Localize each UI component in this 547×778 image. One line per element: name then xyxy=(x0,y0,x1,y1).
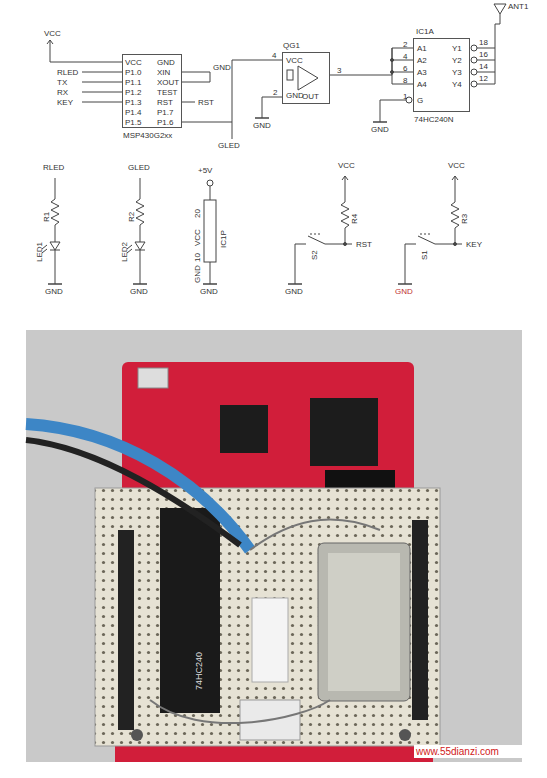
signal-label: GND xyxy=(200,287,218,296)
signal-label: KEY xyxy=(57,98,73,107)
signal-label: ANT1 xyxy=(508,2,528,11)
signal-label: 3 xyxy=(337,66,341,75)
signal-label: Y3 xyxy=(452,68,462,77)
signal-label: GLED xyxy=(218,141,240,150)
part-name: MSP430G2xx xyxy=(123,131,172,140)
signal-label: RST xyxy=(356,240,372,249)
signal-label: 12 xyxy=(479,74,488,83)
wire xyxy=(182,60,282,122)
signal-label: GND xyxy=(253,121,271,130)
signal-label: 18 xyxy=(479,38,488,47)
signal-label: P1.0 xyxy=(125,68,141,77)
signal-label: GND xyxy=(371,125,389,134)
signal-label: VCC xyxy=(286,56,303,65)
signal-label: GND xyxy=(45,287,63,296)
part-name: IC1A xyxy=(416,27,434,36)
signal-label: 2 xyxy=(403,40,407,49)
signal-label: KEY xyxy=(466,240,482,249)
signal-label: Y1 xyxy=(452,44,462,53)
signal-label: LED1 xyxy=(35,242,44,262)
oscillator-box: QG1 xyxy=(282,52,330,104)
signal-label: 14 xyxy=(479,62,488,71)
signal-label: 1 xyxy=(403,92,407,101)
signal-label: RST xyxy=(157,98,173,107)
signal-label: 4 xyxy=(403,52,407,61)
signal-label: TX xyxy=(57,78,67,87)
signal-label: +5V xyxy=(198,166,212,175)
signal-label: A1 xyxy=(417,44,427,53)
signal-label: A2 xyxy=(417,56,427,65)
signal-label: RST xyxy=(198,98,214,107)
signal-label: A4 xyxy=(417,80,427,89)
wire xyxy=(330,48,413,75)
chip-marking: 74HC240 xyxy=(195,652,204,690)
signal-label: P1.4 xyxy=(125,108,141,117)
signal-label: GND xyxy=(285,287,303,296)
signal-label: TEST xyxy=(157,88,177,97)
signal-label: 2 xyxy=(273,88,277,97)
signal-label: R3 xyxy=(460,214,469,224)
signal-label: 16 xyxy=(479,50,488,59)
signal-label: RLED xyxy=(57,68,78,77)
signal-label: 10 xyxy=(193,253,202,262)
signal-label: P1.1 xyxy=(125,78,141,87)
part-name: QG1 xyxy=(283,41,300,50)
buffer-ic-box: IC1A74HC240N xyxy=(413,38,470,112)
signal-label: Y2 xyxy=(452,56,462,65)
signal-label: GLED xyxy=(128,163,150,172)
signal-label: P1.5 xyxy=(125,118,141,127)
signal-label: VCC xyxy=(338,161,355,170)
signal-label: VCC xyxy=(44,29,61,38)
signal-label: S2 xyxy=(310,250,319,260)
signal-label: XIN xyxy=(157,68,170,77)
signal-label: RX xyxy=(57,88,68,97)
signal-label: 6 xyxy=(403,64,407,73)
signal-label: R1 xyxy=(42,212,51,222)
signal-label: VCC xyxy=(193,229,202,246)
signal-label: 4 xyxy=(272,51,276,60)
signal-label: VCC xyxy=(448,161,465,170)
signal-label: R4 xyxy=(350,214,359,224)
signal-label: XOUT xyxy=(157,78,179,87)
signal-label: GND xyxy=(193,265,202,283)
watermark: www.55dianzi.com xyxy=(416,747,499,756)
signal-label: VCC xyxy=(125,58,142,67)
signal-label: GND xyxy=(130,287,148,296)
signal-label: GND xyxy=(213,63,231,72)
signal-label: P1.6 xyxy=(157,118,173,127)
signal-label: P1.2 xyxy=(125,88,141,97)
signal-label: S1 xyxy=(420,250,429,260)
signal-label: Y4 xyxy=(452,80,462,89)
signal-label: LED2 xyxy=(120,242,129,262)
signal-label: 8 xyxy=(403,76,407,85)
signal-label: OUT xyxy=(302,92,319,101)
signal-label: P1.3 xyxy=(125,98,141,107)
signal-label: GND xyxy=(157,58,175,67)
signal-label: RLED xyxy=(43,163,64,172)
signal-label: P1.7 xyxy=(157,108,173,117)
microcontroller-box: MSP430G2xx xyxy=(122,54,182,128)
signal-label: 20 xyxy=(193,209,202,218)
signal-label: GND xyxy=(395,287,413,296)
signal-label: GND xyxy=(286,91,304,100)
signal-label: G xyxy=(417,96,423,105)
signal-label: IC1P xyxy=(219,230,228,248)
part-name: 74HC240N xyxy=(414,115,454,124)
signal-label: R2 xyxy=(127,212,136,222)
signal-label: A3 xyxy=(417,68,427,77)
